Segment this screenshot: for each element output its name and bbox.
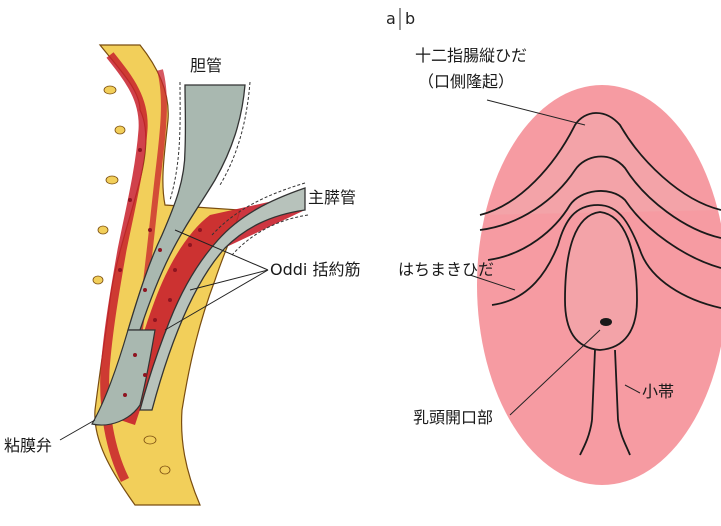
papilla-endoscopic-view [470,85,721,485]
panel-tag-b: b [405,11,415,27]
label-oral-protrusion: （口側隆起） [418,74,514,90]
label-main-pancreatic-duct: 主膵管 [308,190,356,206]
papilla-mound [565,212,637,350]
papillary-orifice [600,318,612,326]
label-bile-duct: 胆管 [190,58,222,74]
panel-tag-a: a [386,11,396,27]
label-papillary-orifice: 乳頭開口部 [413,410,493,426]
label-mucosal-valve: 粘膜弁 [4,438,52,454]
label-hood-fold: はちまきひだ [398,262,494,278]
label-oddi-sphincter: Oddi 括約筋 [270,262,360,278]
label-frenulum: 小帯 [642,384,674,400]
label-longitudinal-fold: 十二指腸縦ひだ [415,48,527,64]
